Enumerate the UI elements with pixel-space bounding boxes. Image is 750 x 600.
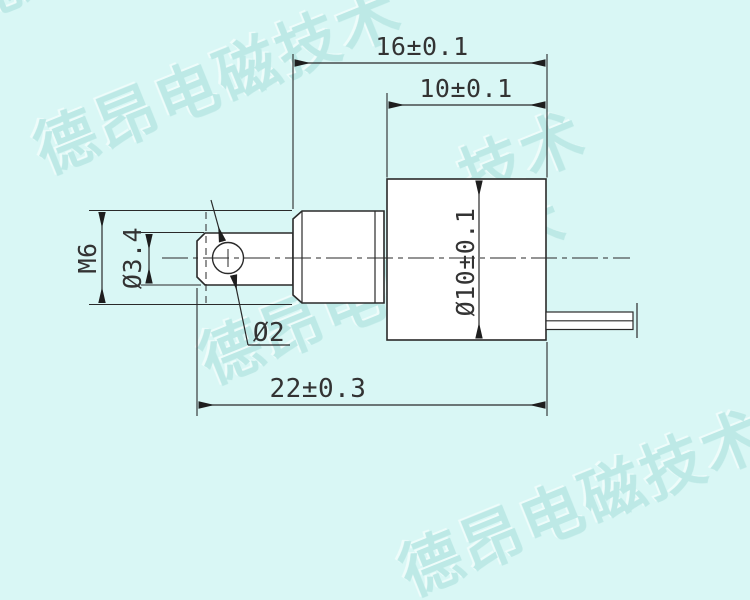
dim-body-width: 10±0.1: [386, 74, 546, 178]
part-outline-layer: [162, 178, 638, 341]
leader-upper-segment: [210, 199, 227, 243]
body-outline: [386, 178, 547, 341]
dim-thread-m6: M6: [73, 209, 292, 306]
dim-label-body-dia: Ø10±0.1: [451, 208, 480, 317]
dim-label-hole: Ø2: [253, 318, 285, 348]
thread-section-outline: [292, 210, 385, 304]
dim-label-16: 16±0.1: [375, 32, 468, 61]
rod-clevis-outline: [196, 232, 294, 286]
dim-hole-leader: Ø2: [210, 199, 290, 348]
dim-label-10: 10±0.1: [419, 74, 512, 103]
dim-overall-length: 22±0.3: [196, 288, 548, 416]
dim-label-22: 22±0.3: [270, 374, 367, 404]
dim-clevis-od: Ø3.4: [118, 227, 204, 289]
dim-label-m6: M6: [73, 242, 102, 273]
dimension-layer: 16±0.1 10±0.1 22±0.3 M6 Ø3.4: [73, 32, 548, 416]
dim-label-34: Ø3.4: [118, 227, 147, 289]
leader-lower-segment: [229, 274, 249, 346]
dim-overall-top: 16±0.1: [292, 32, 548, 209]
dim-body-dia: Ø10±0.1: [451, 180, 483, 339]
